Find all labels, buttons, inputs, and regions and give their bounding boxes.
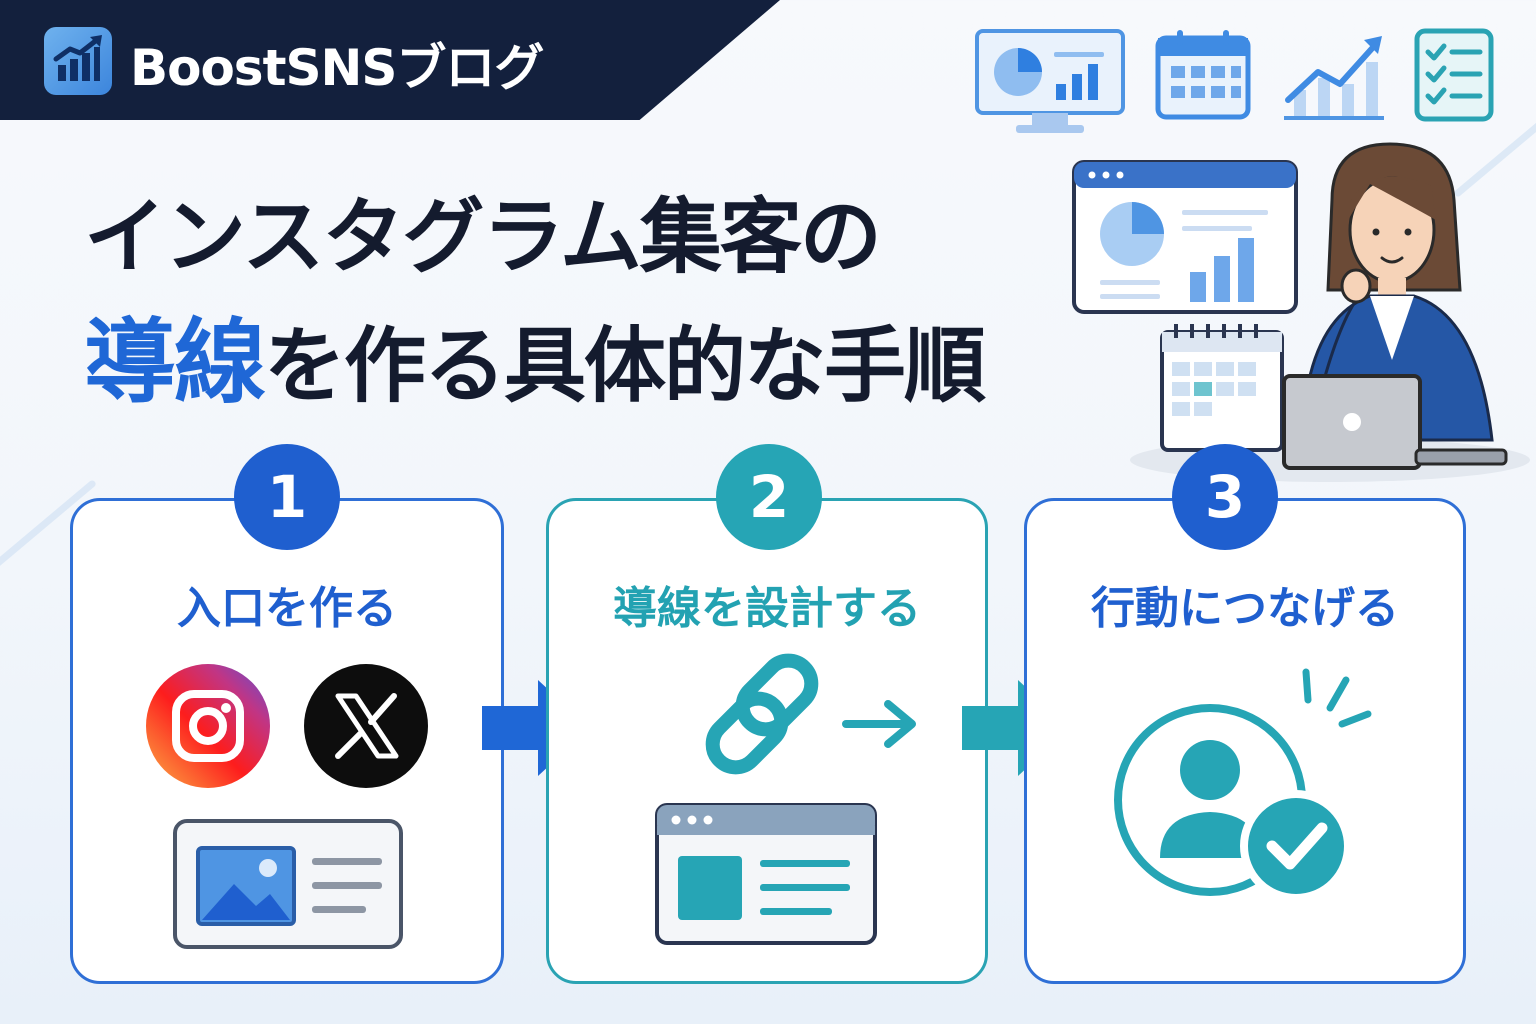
step-number-1: 1 <box>234 444 340 550</box>
desk-calendar <box>1160 324 1284 452</box>
growth-chart-icon <box>1284 36 1384 120</box>
attention-marks <box>1302 668 1372 728</box>
illustration <box>1072 142 1530 482</box>
bar-chart-logo-icon <box>53 35 102 81</box>
link-chain-icon <box>705 653 819 775</box>
step-title-3: 行動につなげる <box>1091 583 1399 634</box>
calendar-icon <box>1155 30 1251 120</box>
arrow-right-icon <box>842 700 916 748</box>
dashboard-monitor-icon <box>975 29 1125 133</box>
web-page-icon <box>655 803 877 945</box>
x-icon <box>304 664 428 788</box>
user-icon <box>1160 740 1260 858</box>
dashboard-monitor <box>1072 160 1298 314</box>
step-card-3 <box>1024 498 1466 984</box>
headline-line-1: インスタグラム集客の <box>84 170 882 289</box>
step-title-2: 導線を設計する <box>613 583 921 634</box>
headline-text: インスタグラム集客の <box>84 190 882 285</box>
brand-name: BoostSNSブログ <box>130 39 544 97</box>
headline-text: を作る具体的な手順 <box>264 319 986 414</box>
profile-card-icon <box>173 819 403 949</box>
instagram-icon <box>146 664 270 788</box>
check-icon <box>1240 790 1352 902</box>
step-number-2: 2 <box>716 444 822 550</box>
headline-line-2: 導線を作る具体的な手順 <box>84 288 986 421</box>
laptop <box>1282 374 1508 470</box>
step-title-1: 入口を作る <box>177 583 397 634</box>
user-check-group <box>1114 668 1372 902</box>
headline-highlight: 導線 <box>84 309 266 416</box>
brand-logo <box>44 27 112 95</box>
checklist-icon <box>1414 28 1494 122</box>
step-number-3: 3 <box>1172 444 1278 550</box>
brand-bar <box>0 0 780 120</box>
